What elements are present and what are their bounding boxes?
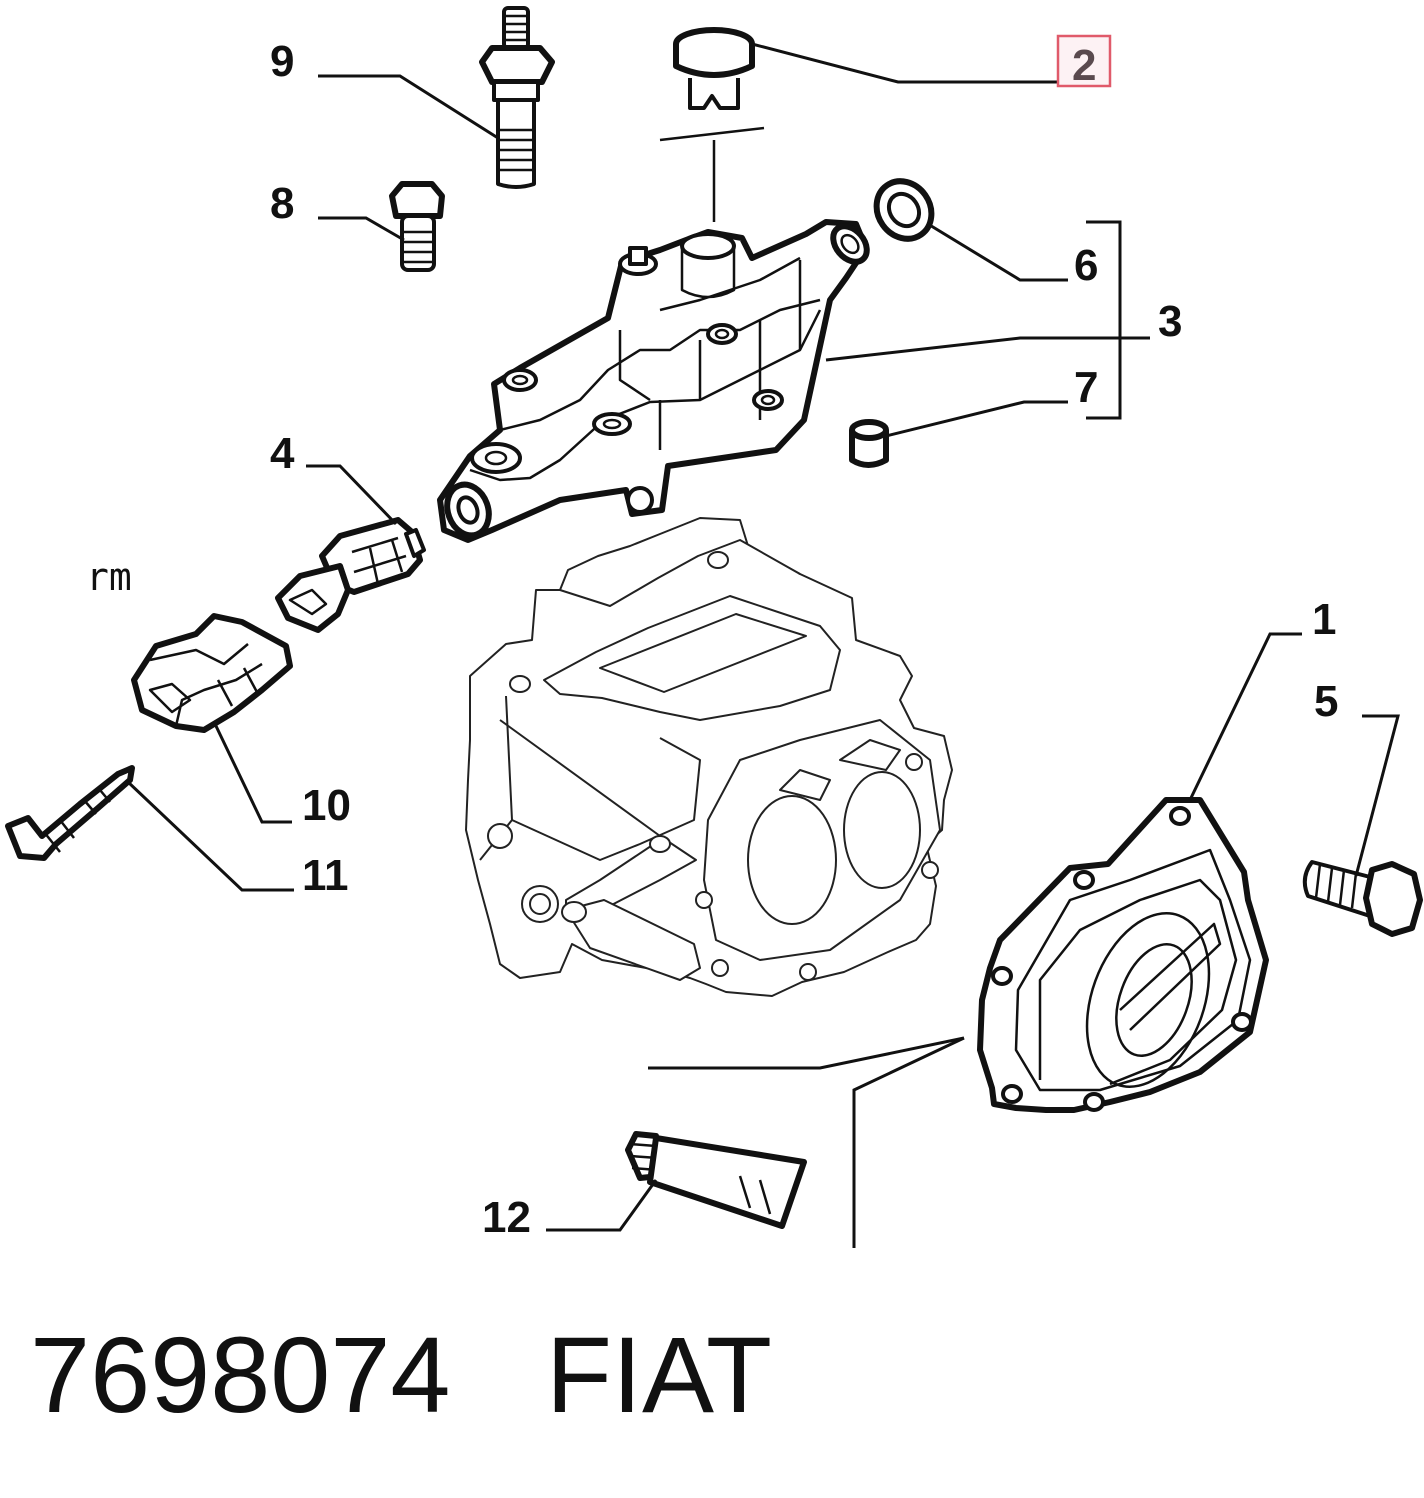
sensor-part: [275, 517, 426, 633]
callout-12: 12: [482, 1193, 531, 1242]
dowel-pin-part: [849, 419, 889, 468]
sealant-tube-part: [625, 1131, 807, 1229]
callout-1: 1: [1312, 595, 1336, 644]
callout-9: 9: [270, 37, 294, 86]
callout-5: 5: [1314, 677, 1338, 726]
brand-name: FIAT: [546, 1314, 772, 1435]
callout-7: 7: [1074, 363, 1098, 412]
callout-4: 4: [270, 429, 295, 478]
gearbox-cover-part: [977, 797, 1269, 1113]
part-number: 7698074: [30, 1314, 450, 1435]
leader-lines: [126, 42, 1400, 1248]
seal-ring-part: [873, 178, 935, 242]
callout-11: 11: [302, 851, 349, 900]
highlight-box: [1056, 34, 1112, 88]
stud-bolt-part: [479, 6, 555, 189]
cover-bolt-part: [1302, 860, 1423, 937]
callout-8: 8: [270, 179, 294, 228]
bolt-part: [389, 181, 445, 272]
selector-housing-part: [437, 219, 870, 543]
electrical-connector-part: [131, 613, 293, 733]
callout-2: 2: [1072, 41, 1096, 90]
callout-10: 10: [302, 781, 351, 830]
callout-3: 3: [1158, 297, 1182, 346]
callout-6: 6: [1074, 241, 1098, 290]
terminal-pin-part: [5, 765, 135, 861]
note-label: rm: [86, 555, 132, 599]
gearbox-casing: [465, 517, 953, 997]
plug-part: [659, 27, 765, 222]
